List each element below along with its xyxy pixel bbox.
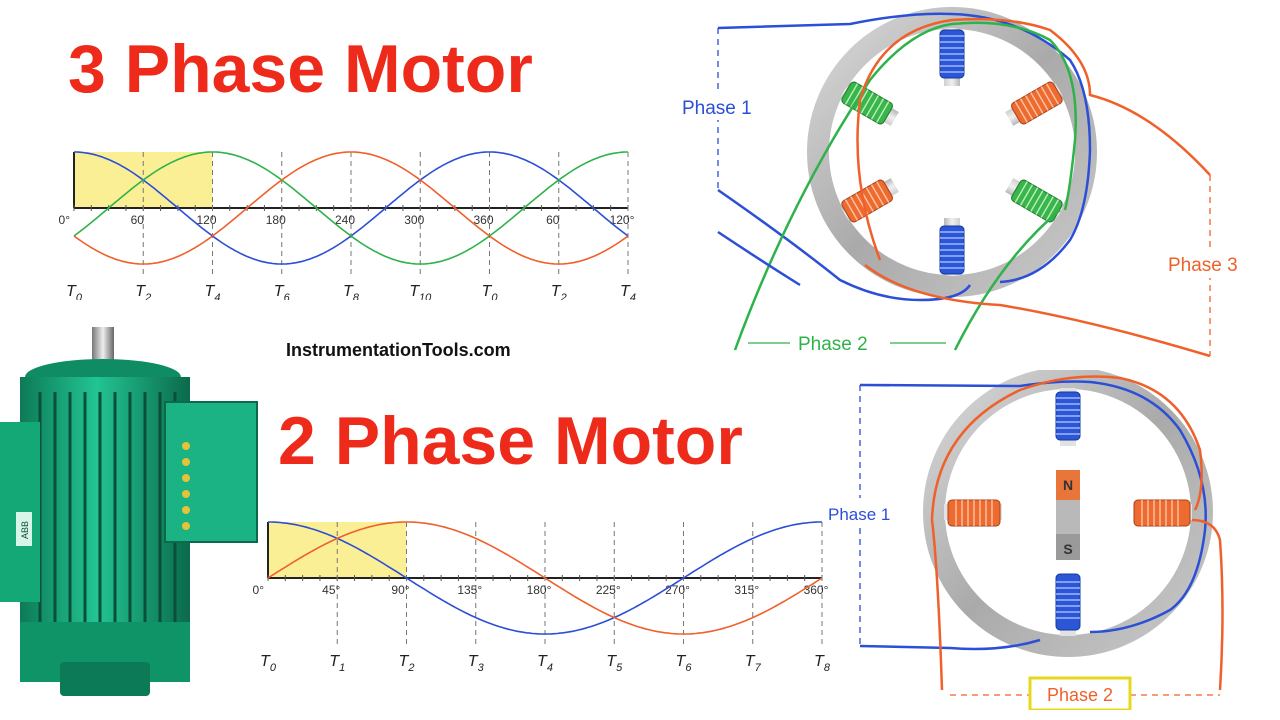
label-phase3-3ph: Phase 3 (1168, 255, 1238, 276)
two-phase-title: 2 Phase Motor (278, 403, 743, 479)
series-line-2 (73, 151, 629, 265)
three-phase-wiring (717, 12, 1211, 358)
motor-nameplate (16, 512, 32, 546)
label-phase2-3ph: Phase 2 (798, 334, 868, 355)
x-tick-label: 360 (473, 213, 493, 227)
two-phase-waveform-chart: 0° T0 45° T1 90° T2 135° T3 180° T4 225° T5 270° T6 31… (253, 521, 831, 674)
series-line-0 (268, 521, 822, 635)
x-tick-label: 0° (59, 213, 71, 227)
x-tick-label: 120 (196, 213, 216, 227)
x-tick-label: 45° (322, 583, 340, 597)
time-label: T7 (745, 653, 762, 674)
two-phase-guides (859, 385, 1220, 696)
coil-phase2-upper-left (841, 81, 893, 125)
label-phase2-2ph: Phase 2 (1047, 685, 1113, 705)
rotor-magnet: N S (1056, 470, 1080, 560)
time-label: T3 (468, 653, 485, 674)
two-phase-wiring (859, 375, 1224, 691)
x-tick-label: 135° (457, 583, 482, 597)
time-label: T2 (551, 283, 567, 300)
x-tick-label: 120° (610, 213, 635, 227)
time-label: T4 (205, 283, 221, 300)
time-label: T6 (274, 283, 291, 300)
series-line-1 (267, 521, 823, 635)
coil-phase2-lower-right (1011, 179, 1063, 223)
x-tick-label: 60 (131, 213, 145, 227)
coil-phase1-top-2ph (1055, 391, 1081, 441)
motor-illustration: ABB (0, 327, 258, 696)
three-phase-guides (717, 28, 1211, 356)
three-phase-title: 3 Phase Motor (68, 31, 533, 107)
time-label: T0 (66, 283, 83, 300)
time-label: T2 (399, 653, 415, 674)
terminal-box (164, 401, 258, 543)
time-label: T4 (537, 653, 553, 674)
time-label: T0 (482, 283, 499, 300)
time-label: T8 (343, 283, 360, 300)
coil-phase1-top (939, 29, 965, 79)
x-tick-label: 240 (335, 213, 355, 227)
coil-phase1-bottom-2ph (1055, 573, 1081, 631)
motor-body (20, 377, 190, 627)
x-tick-label: 315° (734, 583, 759, 597)
rotor-south-label: S (1063, 541, 1072, 557)
terminal-studs (182, 442, 190, 530)
time-label: T0 (260, 653, 277, 674)
two-phase-stator-diagram: N S Phase 1 Phase 2 (824, 370, 1224, 710)
three-phase-stator-diagram: Phase 1 Phase 2 Phase 3 (680, 7, 1254, 358)
motor-foot (60, 662, 150, 696)
time-label: T10 (409, 283, 432, 300)
coil-phase2-left-2ph (947, 499, 1001, 527)
time-label: T6 (676, 653, 693, 674)
phase2-label-box (1028, 676, 1132, 710)
x-tick-label: 225° (596, 583, 621, 597)
x-tick-label: 60 (546, 213, 560, 227)
site-watermark: InstrumentationTools.com (286, 340, 511, 360)
time-label: T8 (814, 653, 831, 674)
x-tick-label: 0° (253, 583, 265, 597)
x-tick-label: 300 (404, 213, 424, 227)
stator-ring (807, 7, 1097, 297)
coil-phase2-right-2ph (1133, 499, 1191, 527)
x-tick-label: 270° (665, 583, 690, 597)
rotor-north-label: N (1063, 477, 1073, 493)
coil-phase3-upper-right (1011, 81, 1063, 125)
label-phase1-3ph: Phase 1 (682, 98, 752, 119)
motor-nameplate-text: ABB (20, 521, 30, 539)
x-tick-label: 180° (527, 583, 552, 597)
time-label: T4 (620, 283, 636, 300)
label-phase1-2ph: Phase 1 (828, 505, 890, 524)
series-line-1 (73, 151, 628, 265)
x-tick-label: 180 (266, 213, 286, 227)
coil-phase1-bottom (939, 225, 965, 275)
time-label: T2 (135, 283, 151, 300)
time-label: T1 (329, 653, 345, 674)
time-label: T5 (606, 653, 623, 674)
x-tick-label: 90° (391, 583, 409, 597)
